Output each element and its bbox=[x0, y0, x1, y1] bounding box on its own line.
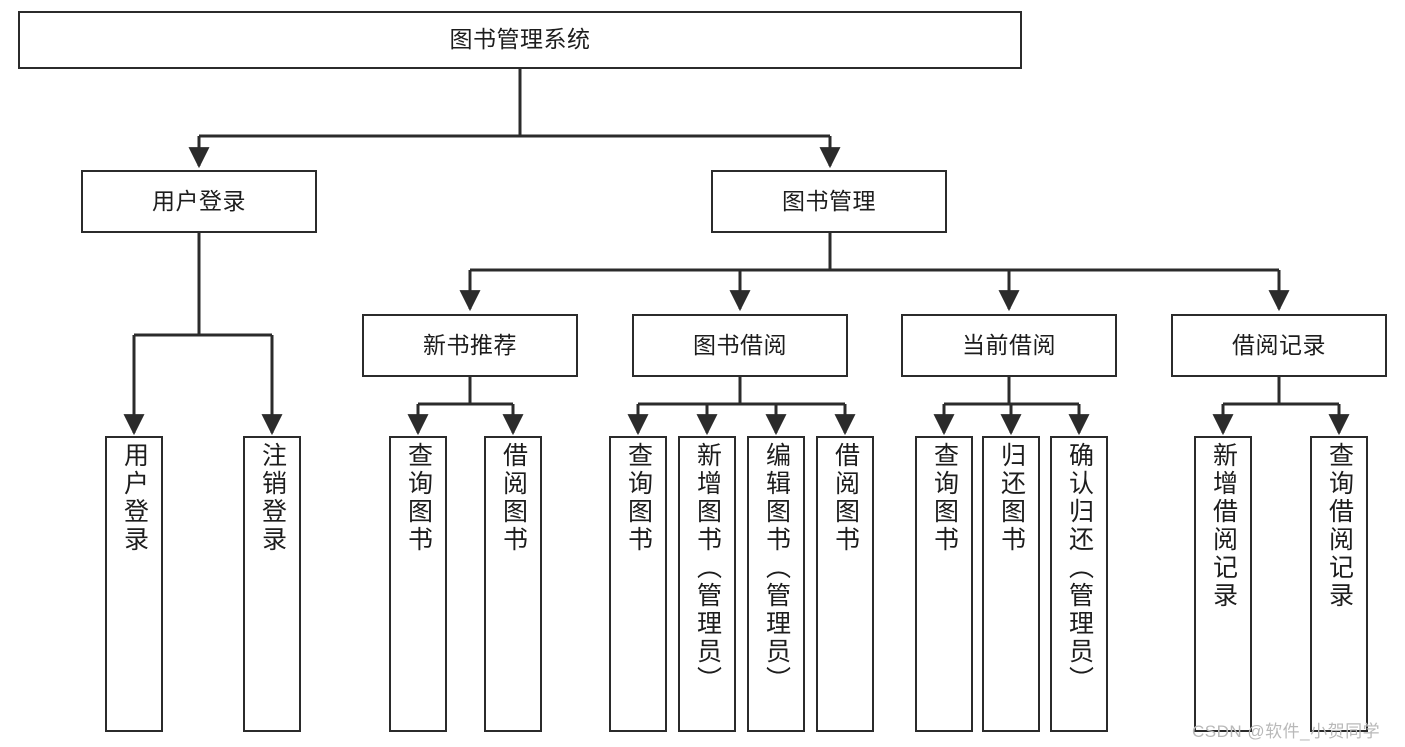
node-book-management[interactable]: 图书管理 bbox=[711, 170, 947, 233]
node-leaf-user-login[interactable]: 用户登录 bbox=[105, 436, 163, 732]
node-current-borrow[interactable]: 当前借阅 bbox=[901, 314, 1117, 377]
node-leaf-borrow-book-recommend[interactable]: 借阅图书 bbox=[484, 436, 542, 732]
node-leaf-query-borrow-record[interactable]: 查询借阅记录 bbox=[1310, 436, 1368, 732]
node-label: 借阅图书 bbox=[499, 442, 528, 554]
node-label: 查询图书 bbox=[404, 442, 433, 554]
node-label: 图书借阅 bbox=[693, 331, 787, 358]
node-borrow-record[interactable]: 借阅记录 bbox=[1171, 314, 1387, 377]
node-label: 用户登录 bbox=[120, 442, 149, 554]
node-leaf-query-book-recommend[interactable]: 查询图书 bbox=[389, 436, 447, 732]
node-leaf-query-book-borrow[interactable]: 查询图书 bbox=[609, 436, 667, 732]
node-label: 查询借阅记录 bbox=[1325, 442, 1354, 610]
node-label: 归还图书 bbox=[997, 442, 1026, 554]
node-leaf-add-borrow-record[interactable]: 新增借阅记录 bbox=[1194, 436, 1252, 732]
node-label: 新书推荐 bbox=[423, 331, 517, 358]
node-leaf-borrow-book[interactable]: 借阅图书 bbox=[816, 436, 874, 732]
node-label: 编辑图书（管理员） bbox=[762, 442, 791, 694]
node-leaf-query-book-current[interactable]: 查询图书 bbox=[915, 436, 973, 732]
node-label: 借阅图书 bbox=[831, 442, 860, 554]
node-label: 新增借阅记录 bbox=[1209, 442, 1238, 610]
node-label: 图书管理系统 bbox=[449, 26, 591, 53]
node-book-borrow[interactable]: 图书借阅 bbox=[632, 314, 848, 377]
node-label: 用户登录 bbox=[152, 187, 246, 214]
node-leaf-edit-book-admin[interactable]: 编辑图书（管理员） bbox=[747, 436, 805, 732]
node-leaf-confirm-return-admin[interactable]: 确认归还（管理员） bbox=[1050, 436, 1108, 732]
node-label: 确认归还（管理员） bbox=[1065, 442, 1094, 694]
node-label: 借阅记录 bbox=[1232, 331, 1326, 358]
node-label: 新增图书（管理员） bbox=[693, 442, 722, 694]
node-label: 图书管理 bbox=[782, 187, 876, 214]
node-leaf-logout[interactable]: 注销登录 bbox=[243, 436, 301, 732]
node-leaf-return-book[interactable]: 归还图书 bbox=[982, 436, 1040, 732]
watermark: CSDN @软件_小贺同学 bbox=[1192, 722, 1381, 741]
node-user-login[interactable]: 用户登录 bbox=[81, 170, 317, 233]
node-new-book-recommend[interactable]: 新书推荐 bbox=[362, 314, 578, 377]
node-label: 注销登录 bbox=[258, 442, 287, 554]
node-root-book-management-system[interactable]: 图书管理系统 bbox=[18, 11, 1022, 69]
node-label: 查询图书 bbox=[930, 442, 959, 554]
node-label: 查询图书 bbox=[624, 442, 653, 554]
node-label: 当前借阅 bbox=[962, 331, 1056, 358]
node-leaf-add-book-admin[interactable]: 新增图书（管理员） bbox=[678, 436, 736, 732]
